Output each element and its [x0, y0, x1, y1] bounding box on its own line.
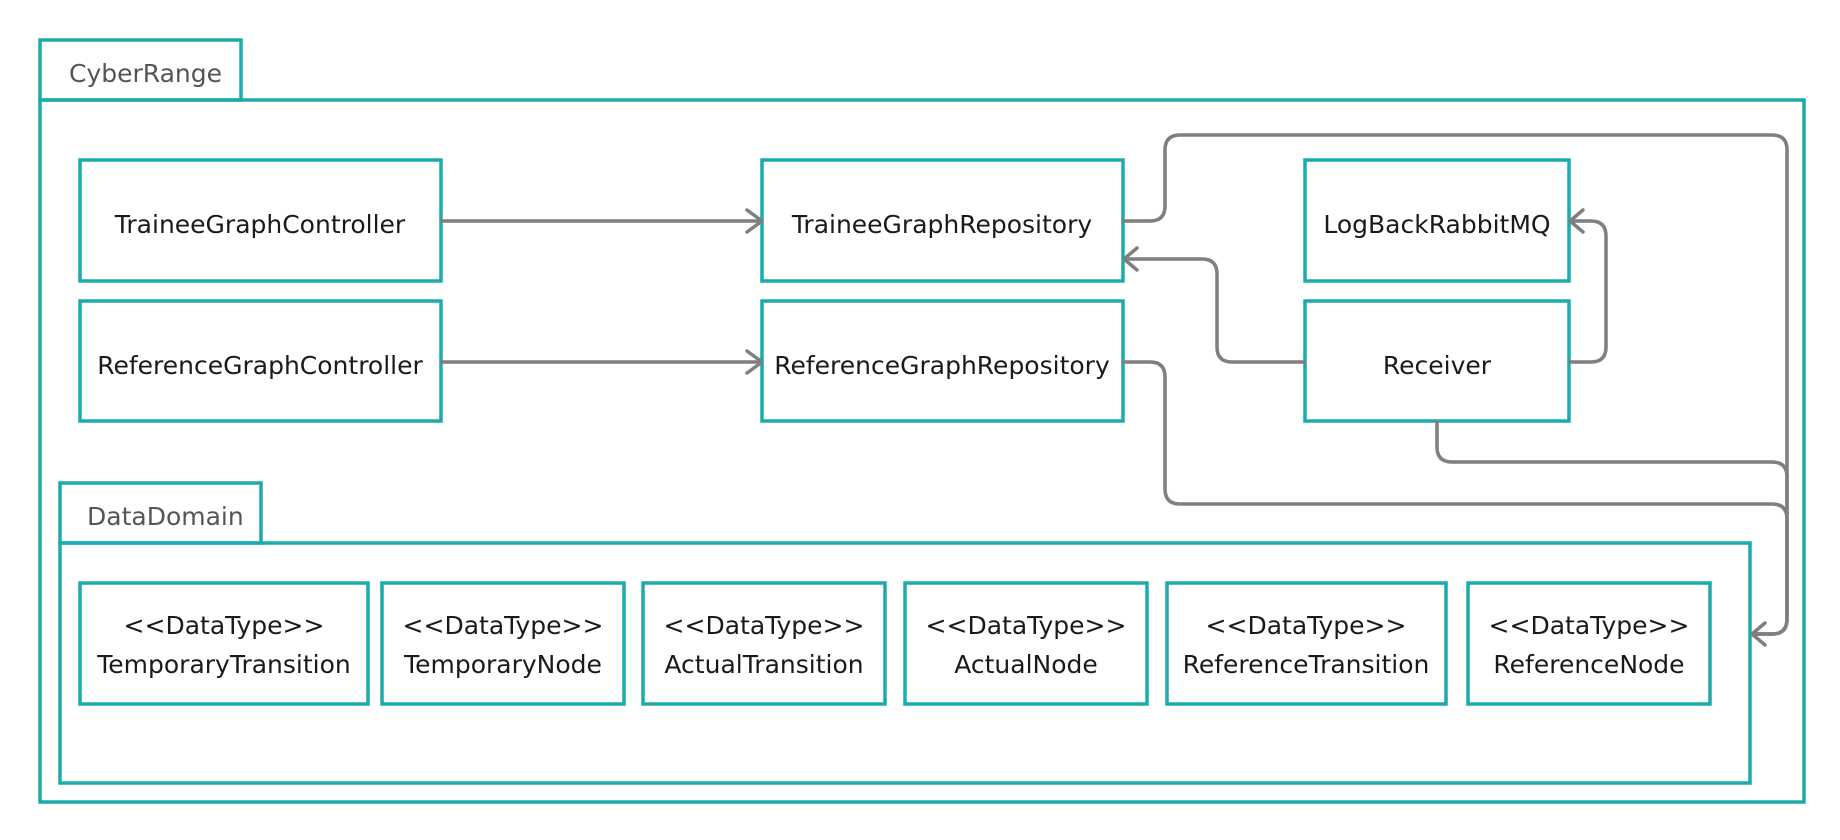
package-label-cyberrange: CyberRange: [69, 59, 222, 88]
class-label: ReferenceGraphController: [97, 351, 423, 380]
connector-receiver-to-trainee-repository: [1122, 246, 1307, 364]
datatype-label: ActualTransition: [664, 650, 863, 679]
datatype-actual-transition[interactable]: <<DataType>> ActualTransition: [641, 581, 887, 706]
datatype-stereotype: <<DataType>>: [1489, 611, 1690, 640]
class-trainee-graph-repository[interactable]: TraineeGraphRepository: [760, 158, 1125, 283]
class-receiver[interactable]: Receiver: [1303, 299, 1571, 423]
class-label: Receiver: [1383, 351, 1492, 380]
package-datadomain: DataDomain: [58, 481, 1752, 785]
class-label: TraineeGraphController: [114, 210, 406, 239]
connector-receiver-to-logback: [1567, 208, 1608, 364]
class-reference-graph-repository[interactable]: ReferenceGraphRepository: [760, 299, 1125, 423]
class-reference-graph-controller[interactable]: ReferenceGraphController: [78, 299, 443, 423]
connector-receiver-to-datadomain: [1435, 419, 1789, 647]
datatype-stereotype: <<DataType>>: [664, 611, 865, 640]
class-logback-rabbitmq[interactable]: LogBackRabbitMQ: [1303, 158, 1571, 283]
datatype-temporary-node[interactable]: <<DataType>> TemporaryNode: [380, 581, 626, 706]
datatype-reference-node[interactable]: <<DataType>> ReferenceNode: [1466, 581, 1712, 706]
package-label-datadomain: DataDomain: [87, 502, 244, 531]
package-cyberrange: CyberRange: [38, 38, 1806, 804]
datatype-stereotype: <<DataType>>: [926, 611, 1127, 640]
datatype-label: ReferenceNode: [1493, 650, 1684, 679]
class-trainee-graph-controller[interactable]: TraineeGraphController: [78, 158, 443, 283]
datatype-label: ReferenceTransition: [1183, 650, 1430, 679]
package-body-datadomain: [58, 541, 1752, 785]
connector-reference-controller-to-repository: [439, 349, 764, 375]
datatype-temporary-transition[interactable]: <<DataType>> TemporaryTransition: [78, 581, 370, 706]
datatype-stereotype: <<DataType>>: [1206, 611, 1407, 640]
datatype-reference-transition[interactable]: <<DataType>> ReferenceTransition: [1165, 581, 1448, 706]
class-label: LogBackRabbitMQ: [1323, 210, 1550, 239]
datatype-label: TemporaryNode: [403, 650, 602, 679]
class-label: ReferenceGraphRepository: [774, 351, 1110, 380]
datatype-label: TemporaryTransition: [96, 650, 351, 679]
class-label: TraineeGraphRepository: [791, 210, 1093, 239]
datatype-actual-node[interactable]: <<DataType>> ActualNode: [903, 581, 1149, 706]
connector-trainee-controller-to-repository: [439, 208, 764, 234]
datatype-stereotype: <<DataType>>: [403, 611, 604, 640]
package-body-cyberrange: [38, 98, 1806, 804]
datatype-label: ActualNode: [954, 650, 1098, 679]
datatype-stereotype: <<DataType>>: [124, 611, 325, 640]
